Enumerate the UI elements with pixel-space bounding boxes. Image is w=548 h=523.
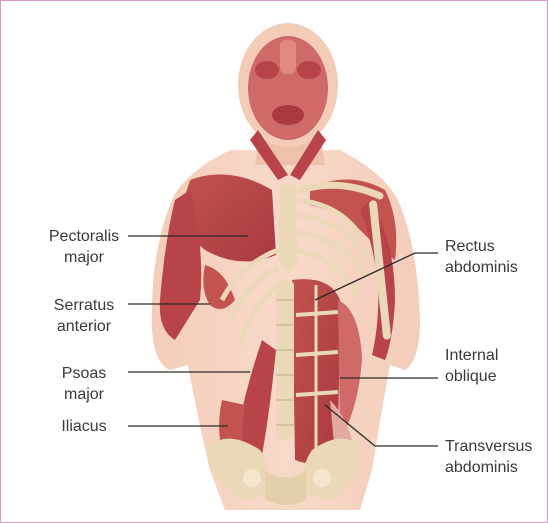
- label-line: Iliacus: [36, 416, 132, 437]
- label-line: Serratus: [36, 295, 132, 316]
- label-iliacus: Iliacus: [36, 416, 132, 437]
- label-line: Transversus: [445, 436, 532, 457]
- label-line: Rectus: [445, 236, 518, 257]
- label-line: major: [36, 384, 132, 405]
- label-line: major: [36, 247, 132, 268]
- spine: [276, 280, 294, 440]
- label-line: Psoas: [36, 363, 132, 384]
- label-psoas-major: Psoas major: [36, 363, 132, 405]
- label-serratus-anterior: Serratus anterior: [36, 295, 132, 337]
- label-pectoralis-major: Pectoralis major: [36, 226, 132, 268]
- head: [238, 23, 338, 147]
- label-line: oblique: [445, 366, 498, 387]
- label-transversus-abdominis: Transversus abdominis: [445, 436, 532, 478]
- label-line: Internal: [445, 345, 498, 366]
- label-line: abdominis: [445, 457, 532, 478]
- label-rectus-abdominis: Rectus abdominis: [445, 236, 518, 278]
- label-internal-oblique: Internal oblique: [445, 345, 498, 387]
- label-line: anterior: [36, 316, 132, 337]
- rectus-abdominis-muscle: [292, 279, 340, 463]
- label-line: abdominis: [445, 257, 518, 278]
- label-line: Pectoralis: [36, 226, 132, 247]
